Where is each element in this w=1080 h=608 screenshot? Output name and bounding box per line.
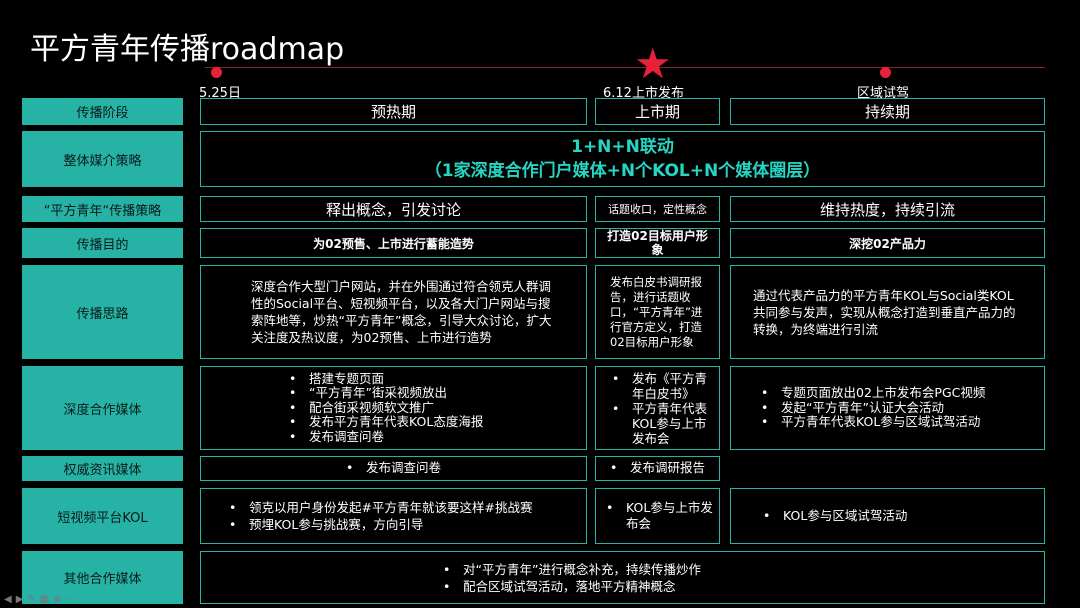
approach-launch: 发布白皮书调研报告，进行话题收口，“平方青年”进行官方定义，打造02目标用户形象 — [595, 265, 720, 359]
row-label-strategy: 整体媒介策略 — [22, 131, 183, 187]
strategy-line-1: 1+N+N联动 — [571, 137, 674, 157]
strategy-line-2: （1家深度合作门户媒体+N个KOL+N个媒体圈层） — [424, 161, 821, 181]
list-item: 领克以用户身份发起#平方青年就该要这样#挑战赛 — [229, 499, 532, 516]
row-label-authority-media: 权威资讯媒体 — [22, 456, 183, 481]
milestone-label: 区域试驾 — [857, 86, 910, 101]
short-video-preheat-list: 领克以用户身份发起#平方青年就该要这样#挑战赛 预埋KOL参与挑战赛，方向引导 — [229, 499, 532, 533]
list-item: “平方青年”街采视频放出 — [289, 386, 483, 401]
other-media-content: 对“平方青年”进行概念补充，持续传播炒作 配合区域试驾活动，落地平方精神概念 — [200, 551, 1045, 604]
comm-strategy-preheat: 释出概念，引发讨论 — [200, 196, 587, 222]
row-label-approach: 传播思路 — [22, 265, 183, 359]
row-label-deep-media: 深度合作媒体 — [22, 366, 183, 450]
list-item: 预埋KOL参与挑战赛，方向引导 — [229, 516, 532, 533]
slides-icon[interactable]: ▦ — [39, 594, 54, 605]
authority-media-preheat-list: 发布调查问卷 — [346, 461, 441, 476]
list-item: 发布调研报告 — [610, 461, 705, 476]
list-item: 搭建专题页面 — [289, 371, 483, 387]
short-video-launch-list: KOL参与上市发布会 — [606, 500, 713, 532]
phase-launch: 上市期 — [595, 98, 720, 125]
list-item: 发布调查问卷 — [346, 461, 441, 476]
approach-preheat: 深度合作大型门户网站，并在外围通过符合领克人群调性的Social平台、短视频平台… — [200, 265, 587, 359]
list-item: 对“平方青年”进行概念补充，持续传播炒作 — [443, 561, 701, 578]
milestone-label: 6.12上市发布 — [603, 86, 684, 101]
phase-preheat: 预热期 — [200, 98, 587, 125]
authority-media-launch: 发布调研报告 — [595, 456, 720, 481]
row-label-other-media: 其他合作媒体 — [22, 551, 183, 604]
zoom-icon[interactable]: ⊕ — [53, 594, 66, 605]
goal-sustain: 深挖02产品力 — [730, 228, 1045, 258]
goal-launch: 打造02目标用户形象 — [595, 228, 720, 258]
list-item: 发布《平方青年白皮书》 — [612, 371, 711, 401]
list-item: KOL参与区域试驾活动 — [763, 508, 907, 524]
other-media-list: 对“平方青年”进行概念补充，持续传播炒作 配合区域试驾活动，落地平方精神概念 — [443, 561, 701, 595]
deep-media-sustain-list: 专题页面放出02上市发布会PGC视频 发起“平方青年”认证大会活动 平方青年代表… — [761, 386, 985, 430]
milestone-label: 5.25日 — [199, 86, 241, 101]
authority-media-launch-list: 发布调研报告 — [610, 461, 705, 476]
approach-sustain: 通过代表产品力的平方青年KOL与Social类KOL共同参与发声，实现从概念打造… — [730, 265, 1045, 359]
list-item: 发起“平方青年”认证大会活动 — [761, 400, 985, 416]
page-title: 平方青年传播roadmap — [30, 32, 345, 67]
authority-media-preheat: 发布调查问卷 — [200, 456, 587, 481]
timeline-line — [205, 67, 1045, 68]
deep-media-preheat: 搭建专题页面 “平方青年”街采视频放出 配合街采视频软文推广 发布平方青年代表K… — [200, 366, 587, 450]
star-milestone-icon: ★ — [634, 39, 672, 88]
deep-media-preheat-list: 搭建专题页面 “平方青年”街采视频放出 配合街采视频软文推广 发布平方青年代表K… — [289, 371, 483, 445]
pen-icon[interactable]: ✎ — [27, 594, 40, 605]
row-label-comm-strategy: “平方青年“传播策略 — [22, 196, 183, 222]
deep-media-launch: 发布《平方青年白皮书》 平方青年代表KOL参与上市发布会 — [595, 366, 720, 450]
previous-icon[interactable]: ◀ — [4, 594, 16, 605]
list-item: 专题页面放出02上市发布会PGC视频 — [761, 386, 985, 401]
milestone-dot-icon — [211, 67, 222, 78]
list-item: 配合街采视频软文推广 — [289, 400, 483, 416]
short-video-sustain: KOL参与区域试驾活动 — [730, 488, 1045, 544]
list-item: 发布平方青年代表KOL态度海报 — [289, 415, 483, 430]
comm-strategy-launch: 话题收口，定性概念 — [595, 196, 720, 222]
list-item: 发布调查问卷 — [289, 429, 483, 445]
list-item: 配合区域试驾活动，落地平方精神概念 — [443, 578, 701, 595]
row-label-phase: 传播阶段 — [22, 98, 183, 125]
more-icon[interactable]: ⋯ — [65, 594, 80, 605]
deep-media-launch-list: 发布《平方青年白皮书》 平方青年代表KOL参与上市发布会 — [612, 371, 711, 446]
list-item: 平方青年代表KOL参与上市发布会 — [612, 401, 711, 446]
slideshow-controls: ◀▶✎▦⊕⋯ — [4, 594, 80, 605]
next-icon[interactable]: ▶ — [15, 594, 28, 605]
goal-preheat: 为02预售、上市进行蓄能造势 — [200, 228, 587, 258]
list-item: KOL参与上市发布会 — [606, 500, 713, 532]
milestone-dot-icon — [880, 67, 891, 78]
deep-media-sustain: 专题页面放出02上市发布会PGC视频 发起“平方青年”认证大会活动 平方青年代表… — [730, 366, 1045, 450]
phase-sustain: 持续期 — [730, 98, 1045, 125]
overall-media-strategy: 1+N+N联动 （1家深度合作门户媒体+N个KOL+N个媒体圈层） — [200, 131, 1045, 187]
row-label-short-video: 短视频平台KOL — [22, 488, 183, 544]
comm-strategy-sustain: 维持热度，持续引流 — [730, 196, 1045, 222]
row-label-goal: 传播目的 — [22, 228, 183, 258]
short-video-preheat: 领克以用户身份发起#平方青年就该要这样#挑战赛 预埋KOL参与挑战赛，方向引导 — [200, 488, 587, 544]
short-video-launch: KOL参与上市发布会 — [595, 488, 720, 544]
list-item: 平方青年代表KOL参与区域试驾活动 — [761, 415, 985, 430]
short-video-sustain-list: KOL参与区域试驾活动 — [763, 508, 907, 524]
